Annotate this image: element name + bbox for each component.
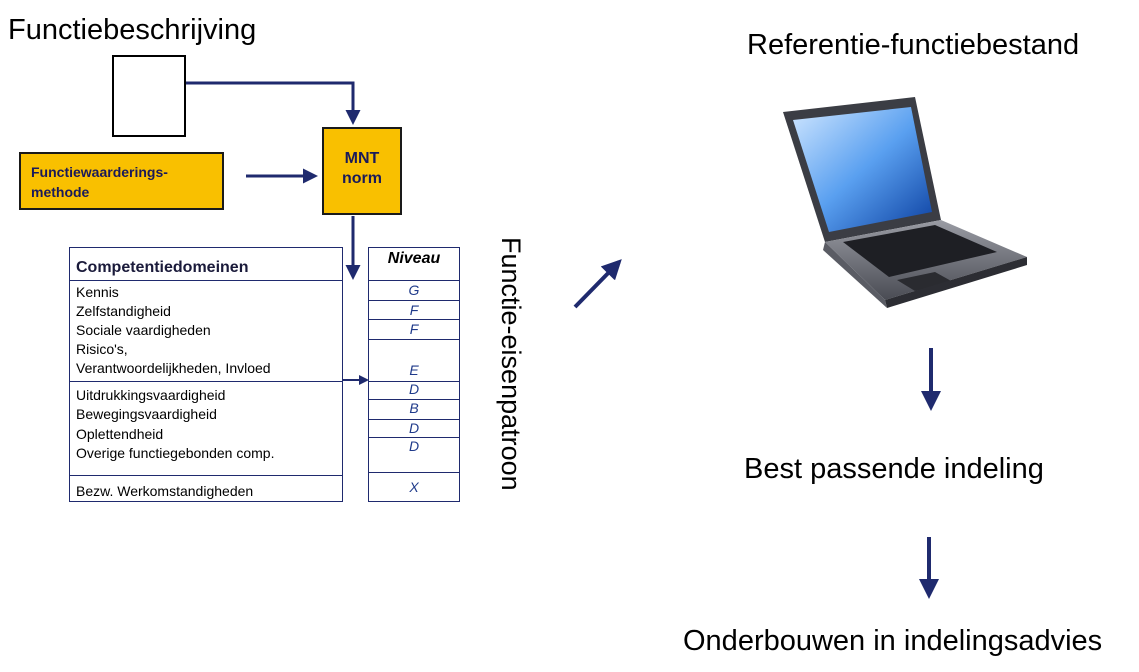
niveau-divider — [369, 399, 459, 400]
niveau-divider — [369, 472, 459, 473]
table-item: Uitdrukkingsvaardigheid — [76, 387, 226, 403]
niveau-value: D — [408, 420, 420, 436]
best-passende-indeling-text: Best passende indeling — [744, 453, 1044, 485]
table-item: Sociale vaardigheden — [76, 322, 211, 338]
niveau-divider — [369, 437, 459, 438]
table-item: Overige functiegebonden comp. — [76, 445, 275, 461]
arrow-diagonal — [573, 259, 622, 309]
niveau-divider — [369, 419, 459, 420]
header-divider — [70, 280, 342, 281]
table-item: Bezw. Werkomstandigheden — [76, 483, 254, 499]
niveau-value: D — [408, 438, 420, 454]
functiewaarderingsmethode-box: Functiewaarderings- methode — [19, 152, 224, 210]
niveau-value: F — [409, 302, 419, 318]
niveau-divider — [369, 381, 459, 382]
niveau-column: Niveau G F F E D B D D X — [368, 247, 460, 502]
functie-eisenpatroon-label: Functie-eisenpatroon — [496, 237, 526, 491]
arrow-doc-to-mnt — [186, 81, 361, 125]
table-item: Zelfstandigheid — [76, 303, 171, 319]
niveau-divider — [369, 300, 459, 301]
niveau-value: D — [408, 381, 420, 397]
competentiedomeinen-table: Competentiedomeinen Kennis Zelfstandighe… — [69, 247, 343, 502]
onderbouwen-text: Onderbouwen in indelingsadvies — [683, 625, 1103, 657]
niveau-header: Niveau — [387, 250, 441, 267]
referentie-functiebestand-title: Referentie-functiebestand — [747, 29, 1080, 61]
group-divider — [70, 475, 342, 476]
laptop-icon — [783, 97, 1027, 308]
mnt-norm-box: MNT norm — [322, 127, 402, 215]
niveau-value: B — [409, 400, 419, 416]
niveau-value: E — [409, 362, 419, 378]
niveau-value: F — [409, 321, 419, 337]
table-item: Verantwoordelijkheden, Invloed — [76, 360, 271, 376]
functiebeschrijving-title: Functiebeschrijving — [8, 14, 257, 46]
table-item: Kennis — [76, 284, 119, 300]
functie-eisenpatroon-label-wrap: Functie-eisenpatroon — [495, 237, 526, 537]
niveau-divider — [369, 339, 459, 340]
table-item: Oplettendheid — [76, 426, 164, 442]
niveau-divider — [369, 280, 459, 281]
table-header: Competentiedomeinen — [76, 259, 249, 276]
niveau-divider — [369, 319, 459, 320]
document-box — [112, 55, 186, 137]
niveau-value: X — [409, 479, 419, 495]
group-divider — [70, 381, 342, 382]
table-item: Bewegingsvaardigheid — [76, 406, 217, 422]
table-item: Risico's, — [76, 341, 128, 357]
niveau-value: G — [408, 282, 420, 298]
